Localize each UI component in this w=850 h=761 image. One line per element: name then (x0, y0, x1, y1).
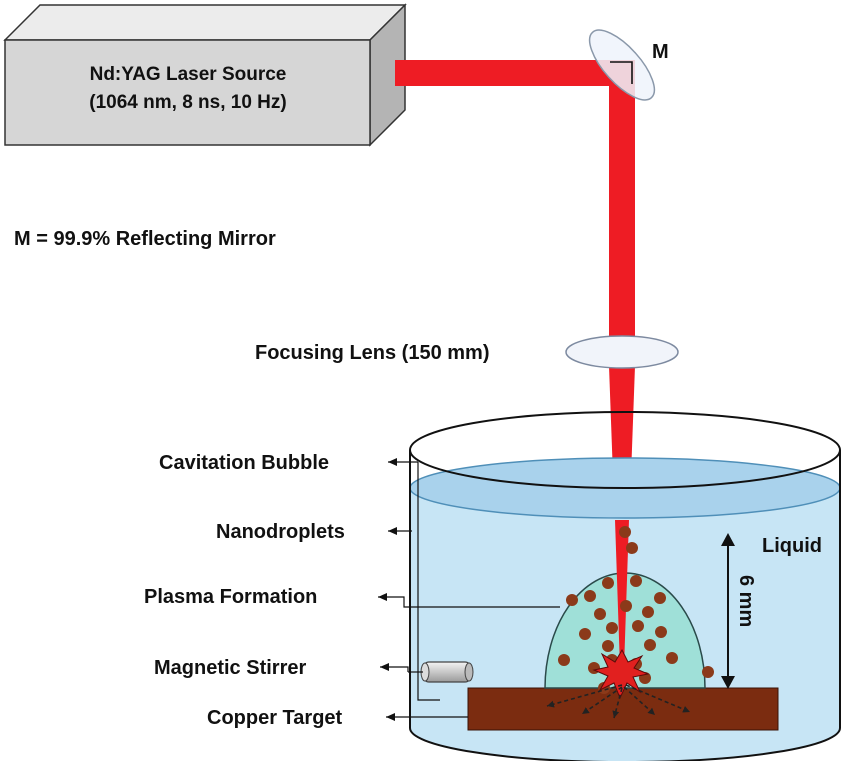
nanodroplet-particle (579, 628, 591, 640)
laser-source-specs: (1064 nm, 8 ns, 10 Hz) (89, 92, 286, 113)
nanodroplet-particle (655, 626, 667, 638)
beaker-bottom (409, 727, 841, 761)
beam-horizontal (395, 60, 635, 86)
nanodroplet-particle (594, 608, 606, 620)
nanodroplet-particle (632, 620, 644, 632)
laser-box-front (4, 39, 371, 146)
nanodroplet-particle (642, 606, 654, 618)
nanodroplet-particle (584, 590, 596, 602)
mirror-legend: M = 99.9% Reflecting Mirror (14, 228, 276, 250)
leader-lines (378, 458, 560, 721)
plasma-formation-label: Plasma Formation (144, 586, 317, 608)
mirror-symbol: M (652, 41, 669, 63)
ejection-arrow (546, 684, 623, 708)
focusing-lens-label: Focusing Lens (150 mm) (255, 342, 490, 364)
beaker-front-rim (409, 449, 841, 489)
beam-inside-liquid (615, 520, 629, 668)
leader-cavitation (417, 472, 440, 701)
mirror-icon (588, 29, 656, 101)
leader-stirrer (380, 663, 409, 672)
nanodroplet-particle (702, 666, 714, 678)
stirrer-end-right (464, 662, 474, 682)
depth-label: 6 mm (735, 575, 757, 627)
magnetic-stirrer (420, 661, 474, 683)
nanodroplet-particle (606, 622, 618, 634)
ejection-arrows (546, 684, 691, 719)
nanodroplet-particle (602, 577, 614, 589)
nanodroplet-particle (666, 652, 678, 664)
copper-target (467, 687, 779, 731)
beam-vertical (609, 60, 635, 340)
beaker-back-rim (409, 411, 841, 451)
nanodroplet-particle (558, 654, 570, 666)
nanodroplet-particle (619, 526, 631, 538)
magnetic-stirrer-label: Magnetic Stirrer (154, 657, 306, 679)
liquid-label: Liquid (762, 535, 822, 557)
stirrer-bar (422, 661, 472, 683)
nanodroplet-particle (644, 639, 656, 651)
lens-icon (565, 335, 679, 369)
ejection-arrow (581, 686, 623, 715)
ejection-arrow (625, 684, 691, 713)
laser-source-title: Nd:YAG Laser Source (90, 64, 287, 85)
nanodroplet-particle (620, 600, 632, 612)
laser-box-top (3, 4, 407, 41)
nanodroplet-particle (602, 640, 614, 652)
ejection-arrow (612, 687, 623, 719)
laser-source-box: Nd:YAG Laser Source (1064 nm, 8 ns, 10 H… (3, 3, 407, 147)
nanodroplet-particle (630, 575, 642, 587)
focusing-lens: Focusing Lens (150 mm) (255, 335, 679, 369)
nanodroplet-particle (626, 542, 638, 554)
depth-indicator: 6 mm (721, 533, 757, 689)
nanodroplet-particle (654, 592, 666, 604)
mirror-reflection-corner (610, 61, 633, 84)
nanodroplet-particle (566, 594, 578, 606)
reflecting-mirror: M (588, 29, 669, 101)
nanodroplets-label: Nanodroplets (216, 521, 345, 543)
copper-target-label: Copper Target (207, 707, 343, 729)
leader-plasma (378, 593, 560, 608)
cavitation-bubble-label: Cavitation Bubble (159, 452, 329, 474)
